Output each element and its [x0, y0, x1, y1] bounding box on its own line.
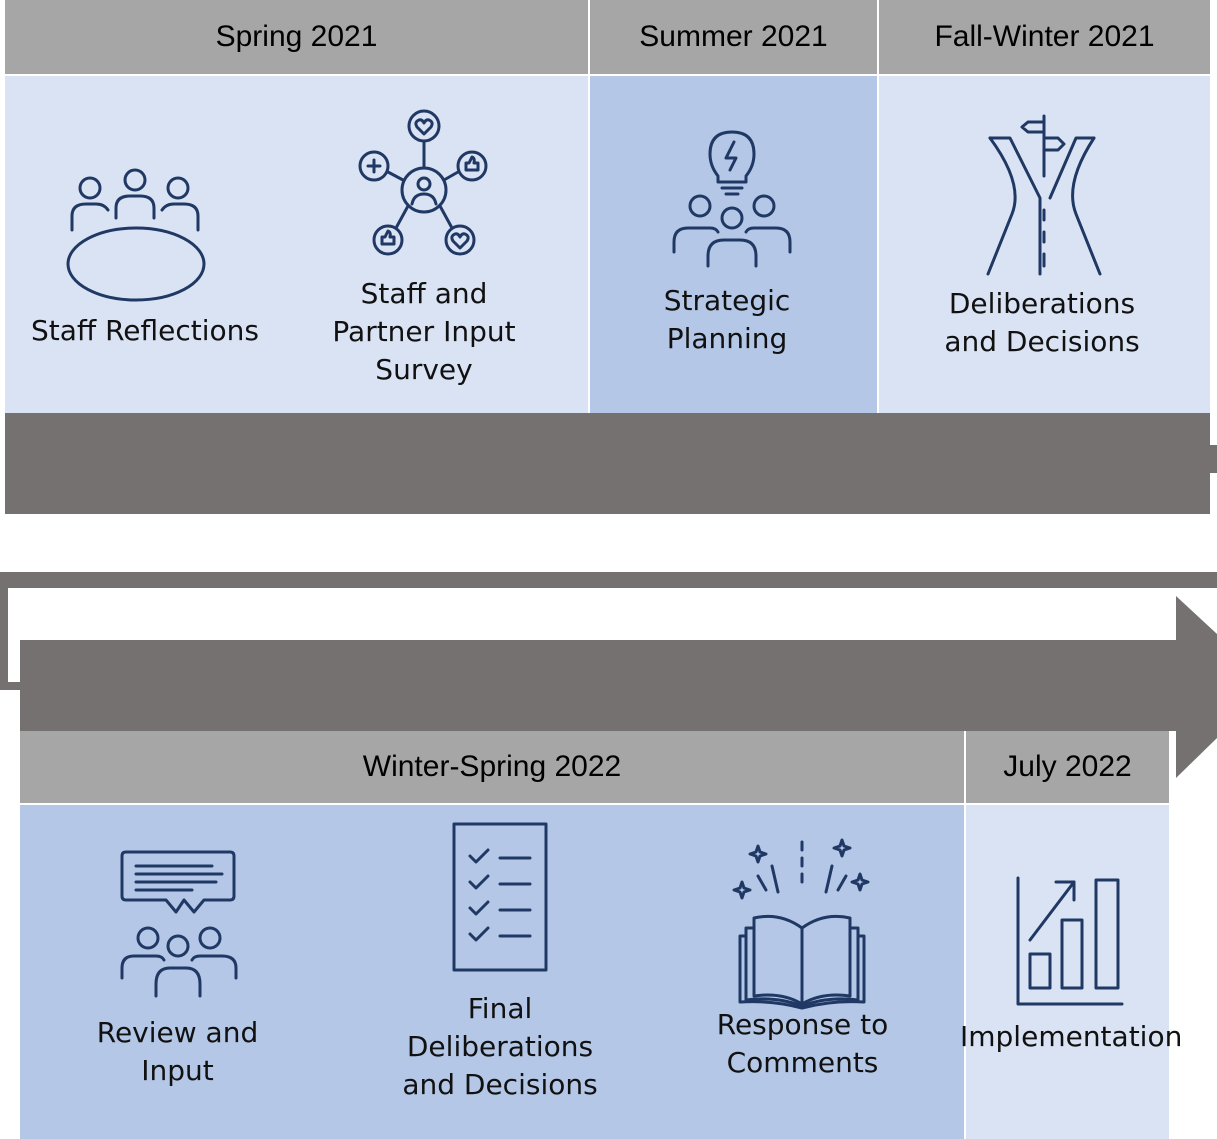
- period-header-summer-2021: Summer 2021: [590, 0, 877, 74]
- step-label-implementation: Implementation: [960, 1020, 1183, 1053]
- checklist-icon: [452, 822, 550, 972]
- crossroads-icon: [984, 114, 1106, 276]
- step-label-review-input: Review and Input: [96, 1016, 259, 1087]
- period-header-july-2022: July 2022: [966, 731, 1169, 803]
- step-label-response-comments: Response to Comments: [716, 1008, 889, 1079]
- step-label-deliberations-decisions: Deliberations and Decisions: [944, 287, 1140, 358]
- team-feedback-icon: [118, 850, 240, 998]
- step-label-staff-reflections: Staff Reflections: [30, 314, 259, 347]
- step-label-strategic-planning: Strategic Planning: [663, 284, 791, 355]
- growth-chart-icon: [1014, 876, 1124, 1006]
- open-book-icon: [732, 836, 872, 1010]
- period-header-spring-2021: Spring 2021: [5, 0, 588, 74]
- social-network-icon: [358, 108, 490, 260]
- meeting-table-icon: [62, 168, 212, 306]
- step-label-staff-partner-survey: Staff and Partner Input Survey: [332, 277, 516, 386]
- period-header-fall-winter-2021: Fall-Winter 2021: [879, 0, 1210, 74]
- july-2022-cell: [966, 805, 1169, 1139]
- winter-spring-2022-cell: [20, 805, 964, 1139]
- idea-team-icon: [670, 120, 794, 270]
- step-label-final-deliberations: Final Deliberations and Decisions: [402, 992, 598, 1101]
- spring-2021-cell: [5, 76, 588, 413]
- timeline-arrow-bar-2021: [5, 413, 1210, 514]
- period-header-winter-spring-2022: Winter-Spring 2022: [20, 731, 964, 803]
